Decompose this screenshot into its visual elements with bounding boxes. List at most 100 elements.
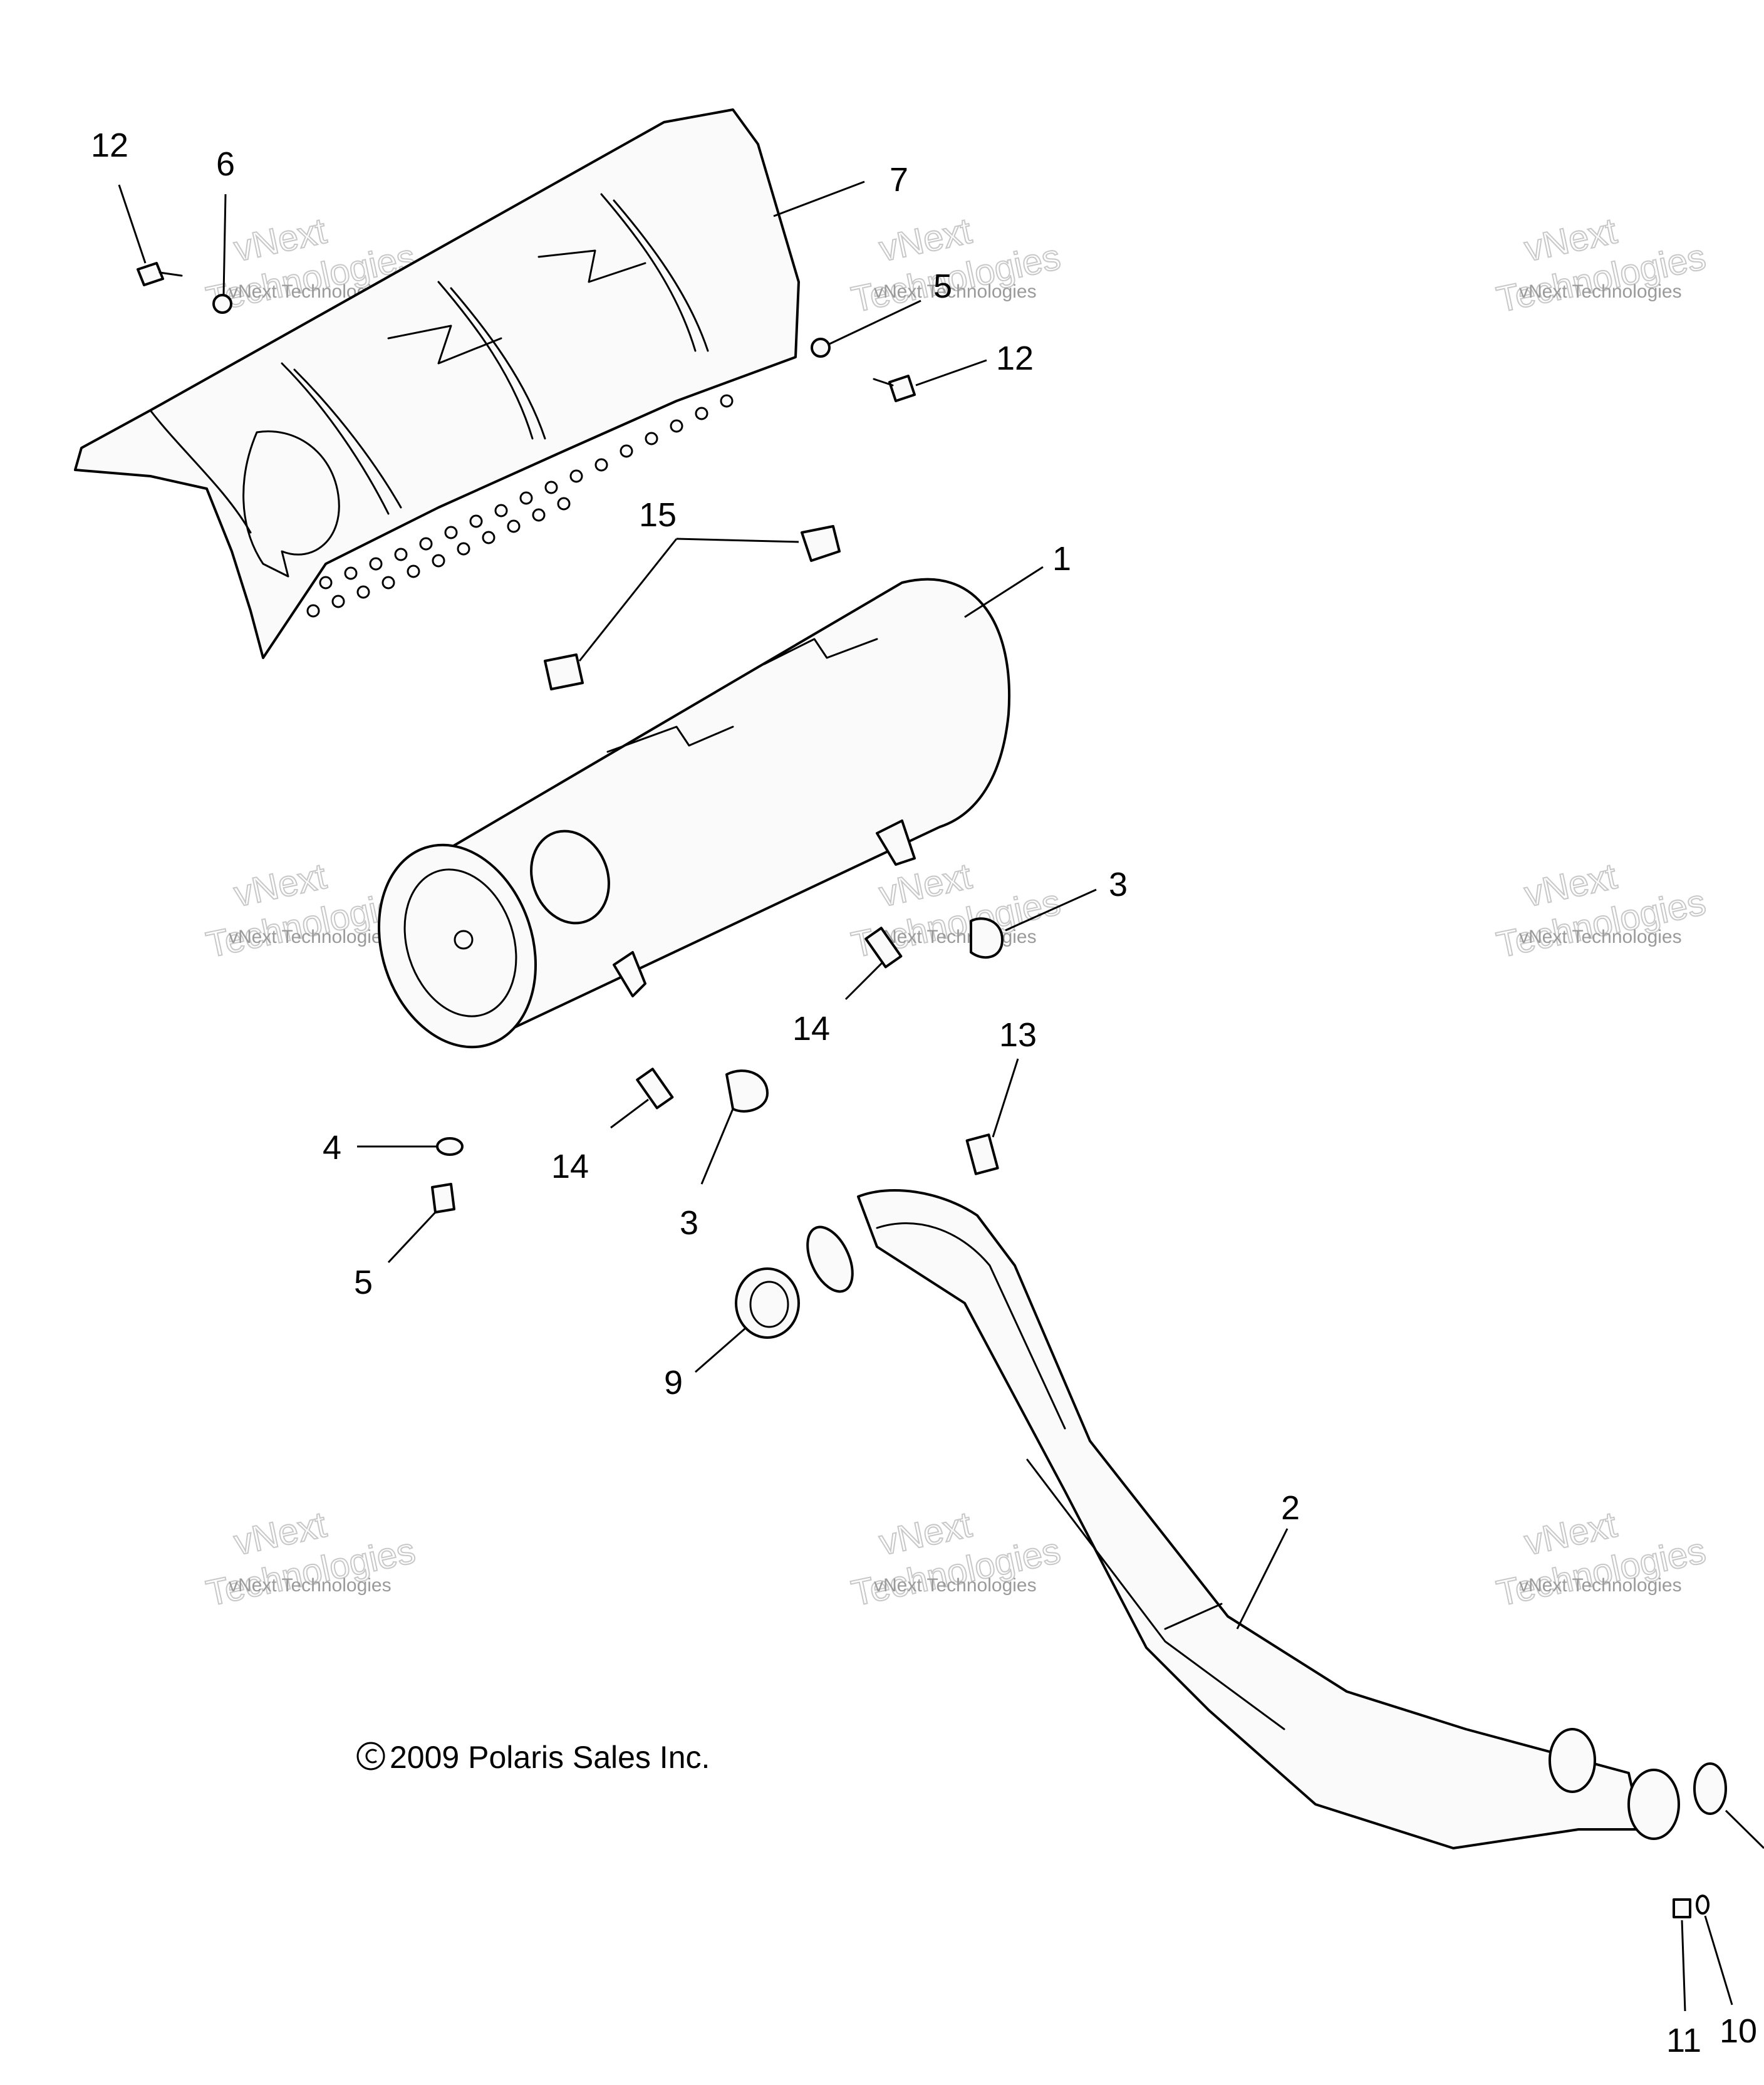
shield-vent-hole xyxy=(306,604,320,618)
part-11-nut xyxy=(1673,1898,1691,1918)
callout-11: 11 xyxy=(1666,2022,1701,2059)
shield-vent-hole xyxy=(645,432,658,445)
callout-10: 10 xyxy=(1720,2012,1757,2050)
part-4-gasket xyxy=(436,1137,464,1156)
leader-3b xyxy=(700,1108,734,1185)
watermark-line1: vNext Technologies xyxy=(874,927,1037,947)
pipe-outlet-lower xyxy=(1627,1769,1680,1840)
shield-vent-hole xyxy=(381,576,395,590)
shield-vent-hole xyxy=(356,585,370,599)
shield-vent-hole xyxy=(544,481,558,494)
shield-vent-hole xyxy=(432,554,445,568)
part-12-bolt-upper xyxy=(137,262,164,286)
exhaust-gasket xyxy=(1693,1762,1727,1815)
shield-vent-hole xyxy=(569,469,583,483)
leader-9 xyxy=(695,1327,746,1373)
shield-vent-hole xyxy=(482,531,495,544)
callout-4: 4 xyxy=(323,1129,341,1167)
leader-5b xyxy=(828,299,921,346)
callout-6: 6 xyxy=(216,145,235,183)
leader-gasket xyxy=(1725,1809,1764,1849)
leader-15b xyxy=(578,538,678,662)
copyright-symbol-c xyxy=(365,1749,377,1764)
part-15-mounts xyxy=(544,525,841,690)
callout-7: 7 xyxy=(890,161,908,199)
leader-11 xyxy=(1681,1920,1686,2012)
callout-14b: 14 xyxy=(551,1148,589,1185)
pipe-outlet-upper xyxy=(1549,1728,1596,1793)
watermark-line1: vNext Technologies xyxy=(1519,927,1682,947)
part-3-grommet-upper xyxy=(970,917,1004,959)
callout-12a: 12 xyxy=(91,127,128,164)
shield-vent-hole xyxy=(419,537,433,551)
copyright-text: 2009 Polaris Sales Inc. xyxy=(390,1740,710,1775)
callout-9: 9 xyxy=(664,1364,683,1401)
watermark-line1: vNext Technologies xyxy=(874,1575,1037,1596)
part-3-grommet-lower xyxy=(725,1069,769,1113)
part-6-washer-lower xyxy=(811,338,831,358)
leader-14a xyxy=(844,960,885,1001)
part-14-spring-upper xyxy=(864,927,903,969)
leader-2 xyxy=(1236,1528,1289,1630)
muffler-end-cap-inner xyxy=(403,868,517,1017)
shield-vent-hole xyxy=(507,519,521,533)
leader-6 xyxy=(222,194,227,295)
part-13-spring xyxy=(965,1133,999,1175)
leader-12b xyxy=(915,359,987,387)
leader-13 xyxy=(992,1058,1019,1138)
part-9-ring-inner xyxy=(749,1281,789,1328)
shield-vent-hole xyxy=(557,497,571,511)
shield-vent-hole xyxy=(494,504,508,517)
part-1-muffler xyxy=(378,578,1010,1049)
shield-vent-hole xyxy=(532,508,546,522)
shield-vent-hole xyxy=(369,557,383,571)
shield-vent-hole xyxy=(319,576,333,590)
leader-7 xyxy=(773,180,865,217)
watermark-line1: vNext Technologies xyxy=(1519,1575,1682,1596)
leader-1 xyxy=(964,566,1044,618)
shield-vent-hole xyxy=(394,548,408,561)
shield-vent-hole xyxy=(519,491,533,505)
part-2-head-pipe xyxy=(806,1189,1680,1849)
shield-vent-hole xyxy=(469,514,483,528)
shield-vent-hole xyxy=(407,564,420,578)
shield-vent-hole xyxy=(594,458,608,472)
shield-vent-hole xyxy=(444,526,458,539)
callout-15: 15 xyxy=(639,496,677,534)
watermark-line1: vNext Technologies xyxy=(229,927,392,947)
leader-10 xyxy=(1704,1915,1733,2005)
callout-3b: 3 xyxy=(680,1204,698,1242)
callout-12b: 12 xyxy=(996,340,1034,377)
shield-vent-hole xyxy=(331,595,345,608)
callout-14a: 14 xyxy=(792,1010,830,1048)
callout-5: 5 xyxy=(354,1264,373,1301)
part-12-bolt-lower xyxy=(888,375,916,402)
part-5-plug xyxy=(431,1183,455,1214)
callout-13: 13 xyxy=(999,1016,1037,1054)
shield-vent-hole xyxy=(344,566,358,580)
leader-12a xyxy=(118,184,147,264)
shield-vent-hole xyxy=(670,419,683,433)
callout-3a: 3 xyxy=(1109,866,1128,903)
watermark-line1: vNext Technologies xyxy=(229,1575,392,1596)
part-7-heat-shield xyxy=(74,108,800,659)
part-10-clip xyxy=(1696,1895,1710,1915)
copyright-notice: 2009 Polaris Sales Inc. xyxy=(356,1740,710,1775)
callout-1: 1 xyxy=(1052,540,1071,578)
callout-2: 2 xyxy=(1281,1489,1300,1527)
watermark-line1: vNext Technologies xyxy=(874,281,1037,302)
shield-vent-hole xyxy=(720,394,734,408)
pipe-inlet-flange xyxy=(806,1225,854,1293)
small-parts xyxy=(137,262,1727,1918)
shield-vent-hole xyxy=(457,542,470,556)
leader-5 xyxy=(387,1211,437,1264)
callout-5b: 5 xyxy=(933,268,952,305)
watermark-line1: vNext Technologies xyxy=(1519,281,1682,302)
copyright-symbol-circle xyxy=(356,1742,385,1770)
mount-lower xyxy=(544,653,584,690)
callouts: 12 6 7 5 12 15 1 3 14 13 4 14 3 5 9 2 11… xyxy=(91,127,1757,2059)
muffler-outlet xyxy=(454,930,474,950)
muffler-inlet xyxy=(530,829,610,925)
part-6-washer-upper xyxy=(212,294,232,314)
